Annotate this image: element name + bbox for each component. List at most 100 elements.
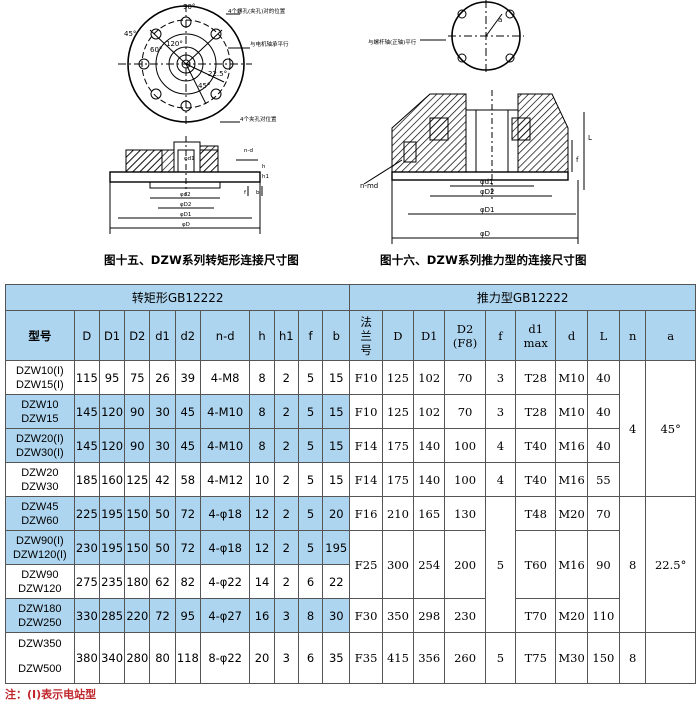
col-header-D: D: [73, 310, 100, 361]
col-header-d1: d1: [149, 310, 176, 361]
cell-d2: 58: [174, 462, 201, 497]
model-cell: DZW10(I)DZW15(I): [5, 360, 75, 395]
cell-rd: M30: [555, 632, 588, 684]
fig15-dim-h1: h1: [262, 174, 269, 180]
cell-rD2: 230: [444, 598, 486, 633]
cell-rD1-f25: 254: [413, 530, 446, 599]
cell-b: 35: [322, 632, 351, 684]
cell-nd: 8-φ22: [199, 632, 251, 684]
cell-h: 8: [249, 428, 275, 463]
group-header-thrust: 推力型GB12222: [349, 284, 696, 311]
cell-rD2: 100: [444, 428, 486, 463]
cell-rD1: 140: [413, 462, 446, 497]
col-header-h: h: [249, 310, 275, 361]
cell-D: 380: [73, 632, 100, 684]
cell-D1: 160: [98, 462, 126, 497]
fig15-label-120: 120°: [166, 40, 183, 48]
cell-h1: 2: [273, 462, 299, 497]
cell-d1: 50: [149, 530, 176, 565]
spec-table: 转矩形GB12222 推力型GB12222 型号 D D1 D2 d1 d2 n…: [4, 284, 696, 684]
fig15-dim-d1: φd1: [184, 156, 195, 162]
cell-rD1: 356: [413, 632, 446, 684]
cell-rd: M10: [555, 394, 588, 429]
cell-rD2: 70: [444, 360, 486, 395]
fig15-dim-f: f: [244, 190, 247, 196]
cell-D1: 195: [98, 530, 126, 565]
cell-rD2: 70: [444, 394, 486, 429]
col-header-rD2: D2 (F8): [444, 310, 486, 361]
cell-D2: 150: [124, 530, 151, 565]
cell-d2: 82: [174, 564, 201, 599]
fig16-dim-f: f: [576, 156, 579, 164]
col-header-rD1: D1: [413, 310, 446, 361]
cell-d1: 72: [149, 598, 176, 633]
technical-drawings: 90° 45° 120° 22.5° 60° 45° 4个螺孔(夹孔)对的位置 …: [109, 0, 592, 244]
cell-rL: 70: [586, 496, 621, 531]
col-header-model: 型号: [5, 310, 75, 361]
cell-D2: 75: [124, 360, 151, 395]
cell-rd: M20: [555, 598, 588, 633]
cell-h: 16: [249, 598, 275, 633]
col-header-d2: d2: [174, 310, 201, 361]
cell-rn: 8: [619, 632, 647, 684]
cell-rd1: T40: [515, 428, 557, 463]
col-header-rn: n: [619, 310, 647, 361]
cell-nd: 4-M10: [199, 394, 251, 429]
cell-h: 8: [249, 394, 275, 429]
cell-b: 15: [322, 394, 351, 429]
cell-rd: M16: [555, 462, 588, 497]
cell-nd: 4-φ18: [199, 530, 251, 565]
cell-h: 10: [249, 462, 275, 497]
cell-flange-f25: F25: [349, 530, 383, 599]
cell-h: 12: [249, 496, 275, 531]
cell-h1: 2: [273, 530, 299, 565]
col-header-rd1: d1 max: [515, 310, 557, 361]
cell-rL: 40: [586, 360, 621, 395]
cell-rD: 175: [381, 462, 415, 497]
fig16-section-view: [363, 90, 585, 244]
cell-D2: 125: [124, 462, 151, 497]
fig16-label-a: a: [498, 16, 502, 24]
model-cell: DZW20(I)DZW30(I): [5, 428, 75, 463]
fig16-dim-D: φD: [480, 230, 490, 238]
cell-rD2-f25: 200: [444, 530, 486, 599]
fig15-label-22-5: 22.5°: [208, 70, 227, 78]
cell-d1: 26: [149, 360, 176, 395]
cell-rD: 175: [381, 428, 415, 463]
cell-rD: 415: [381, 632, 415, 684]
cell-d2: 118: [174, 632, 201, 684]
cell-rd1-f25: T60: [515, 530, 557, 599]
cell-rD: 125: [381, 394, 415, 429]
table-row: DZW20(I)DZW30(I) 145 120 90 30 45 4-M10 …: [5, 428, 696, 463]
cell-rD1: 102: [413, 360, 446, 395]
cell-D2: 180: [124, 564, 151, 599]
cell-rf: 4: [484, 428, 517, 463]
cell-rf: 3: [484, 394, 517, 429]
fig15-dim-D: φD: [182, 222, 190, 228]
cell-rd1: T40: [515, 462, 557, 497]
cell-nd: 4-M12: [199, 462, 251, 497]
cell-D: 225: [73, 496, 100, 531]
cell-D1: 235: [98, 564, 126, 599]
cell-rd-f25: M16: [555, 530, 588, 599]
cell-ra: [645, 632, 696, 684]
cell-h: 8: [249, 360, 275, 395]
cell-rD2: 260: [444, 632, 486, 684]
cell-n-mid: 8: [619, 496, 647, 633]
cell-rD2: 130: [444, 496, 486, 531]
cell-d2: 45: [174, 394, 201, 429]
cell-b: 30: [322, 598, 351, 633]
cell-nd: 4-M8: [199, 360, 251, 395]
cell-b: 20: [322, 496, 351, 531]
cell-rL: 150: [586, 632, 621, 684]
col-header-D1: D1: [98, 310, 126, 361]
table-row: DZW10(I)DZW15(I) 115 95 75 26 39 4-M8 8 …: [5, 360, 696, 497]
fig15-label-60: 60°: [150, 46, 162, 54]
cell-f: 6: [297, 632, 324, 684]
cell-flange: F30: [349, 598, 383, 633]
cell-D: 115: [73, 360, 100, 395]
cell-d1: 42: [149, 462, 176, 497]
fig15-callout-3: 4个夹孔对位置: [240, 115, 277, 123]
